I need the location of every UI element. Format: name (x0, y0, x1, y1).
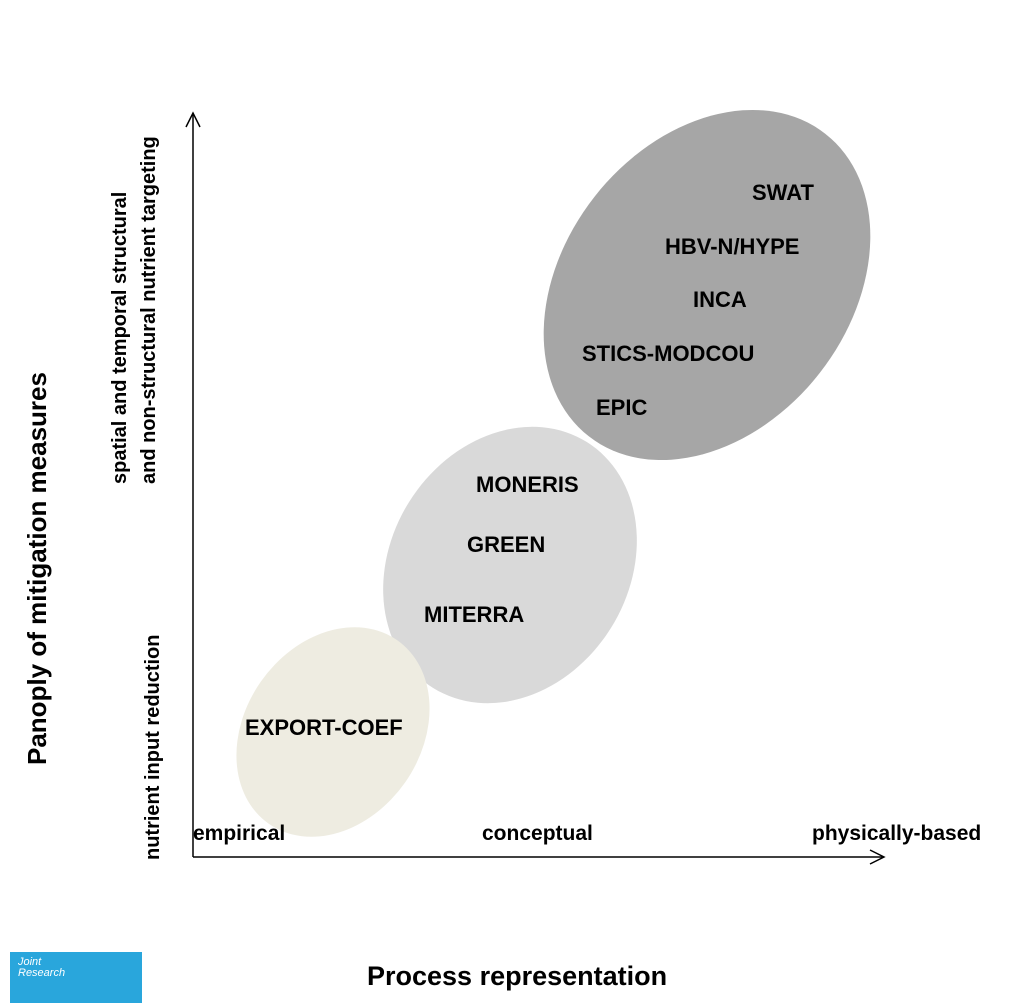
model-label-stics-modcou: STICS-MODCOU (582, 341, 754, 366)
model-label-miterra: MITERRA (424, 602, 524, 627)
y-label-spatial-temporal-line2: and non-structural nutrient targeting (138, 136, 160, 484)
y-label-nutrient-input-reduction: nutrient input reduction (142, 634, 164, 860)
x-tick-physically-based: physically-based (812, 822, 981, 845)
x-axis (193, 849, 886, 865)
logo-line-2: Research (18, 967, 66, 979)
model-label-green: GREEN (467, 532, 545, 557)
jrc-logo: Joint Research (10, 952, 142, 1003)
y-axis-title: Panoply of mitigation measures (22, 372, 52, 765)
y-axis (185, 111, 201, 857)
y-label-spatial-temporal-line1: spatial and temporal structural (109, 192, 131, 484)
physically-based-models-ellipse (543, 109, 871, 461)
conceptual-models-ellipse (383, 426, 637, 704)
model-label-hbv-n-hype: HBV-N/HYPE (665, 234, 799, 259)
model-label-swat: SWAT (752, 180, 814, 205)
x-tick-conceptual: conceptual (482, 822, 593, 845)
model-label-export-coef: EXPORT-COEF (245, 715, 403, 740)
model-label-inca: INCA (693, 287, 747, 312)
model-label-moneris: MONERIS (476, 472, 579, 497)
empirical-models-ellipse (236, 627, 430, 837)
x-axis-title: Process representation (367, 961, 667, 991)
logo-line-1: Joint (18, 956, 42, 968)
model-label-epic: EPIC (596, 395, 647, 420)
x-tick-empirical: empirical (193, 822, 285, 845)
